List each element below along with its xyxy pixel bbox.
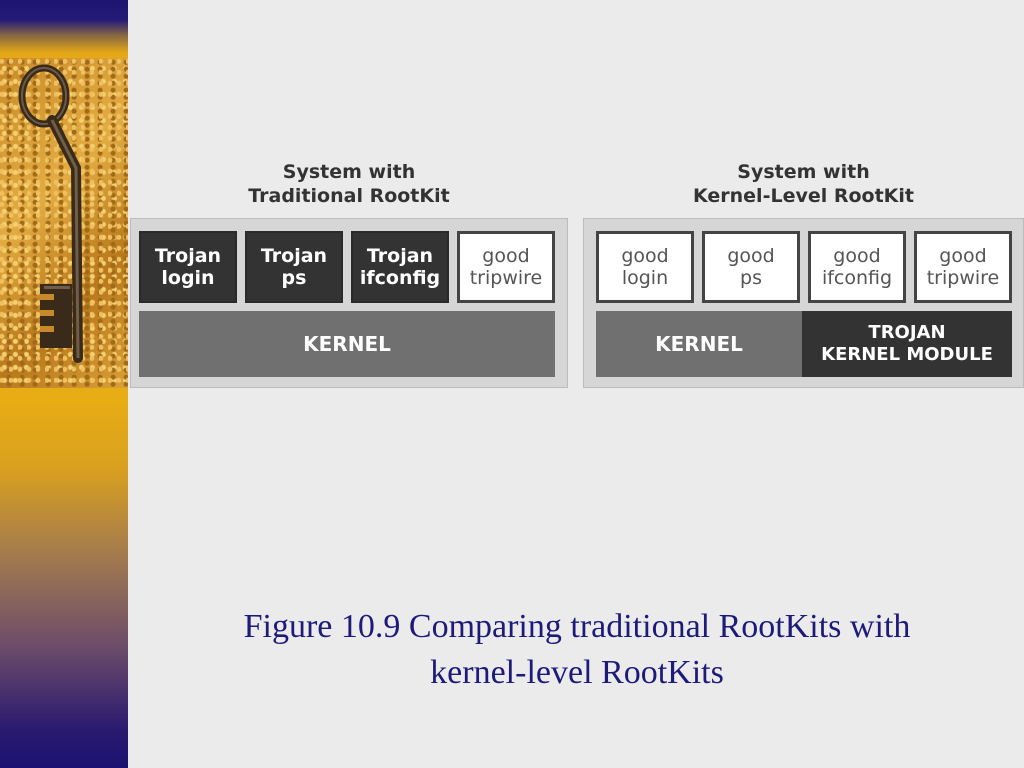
key-icon (18, 64, 83, 363)
trojan-ifconfig-box: Trojan ifconfig (351, 231, 449, 303)
good-tripwire-box: good tripwire (457, 231, 555, 303)
trojan-kernel-module-bar: TROJAN KERNEL MODULE (802, 311, 1012, 377)
kernel-bar: KERNEL (139, 311, 555, 377)
traditional-rootkit-heading: System with Traditional RootKit (248, 161, 450, 207)
traditional-rootkit-panel: Trojan login Trojan ps Trojan ifconfig g… (130, 218, 568, 388)
trojan-ps-box: Trojan ps (245, 231, 343, 303)
kernel-level-rootkit-heading: System with Kernel-Level RootKit (693, 161, 914, 207)
kernel-level-rootkit-panel: good login good ps good ifconfig good tr… (583, 218, 1024, 388)
good-tripwire-box: good tripwire (914, 231, 1012, 303)
good-ps-box: good ps (702, 231, 800, 303)
kernel-bar: KERNEL (596, 311, 802, 377)
decorative-side-strip (0, 0, 128, 768)
traditional-rootkit-diagram: System with Traditional RootKit Trojan l… (130, 160, 568, 388)
figure-caption: Figure 10.9 Comparing traditional RootKi… (243, 608, 911, 691)
kernel-level-rootkit-diagram: System with Kernel-Level RootKit good lo… (583, 160, 1024, 388)
key-photo (0, 58, 128, 388)
good-login-box: good login (596, 231, 694, 303)
trojan-login-box: Trojan login (139, 231, 237, 303)
good-ifconfig-box: good ifconfig (808, 231, 906, 303)
